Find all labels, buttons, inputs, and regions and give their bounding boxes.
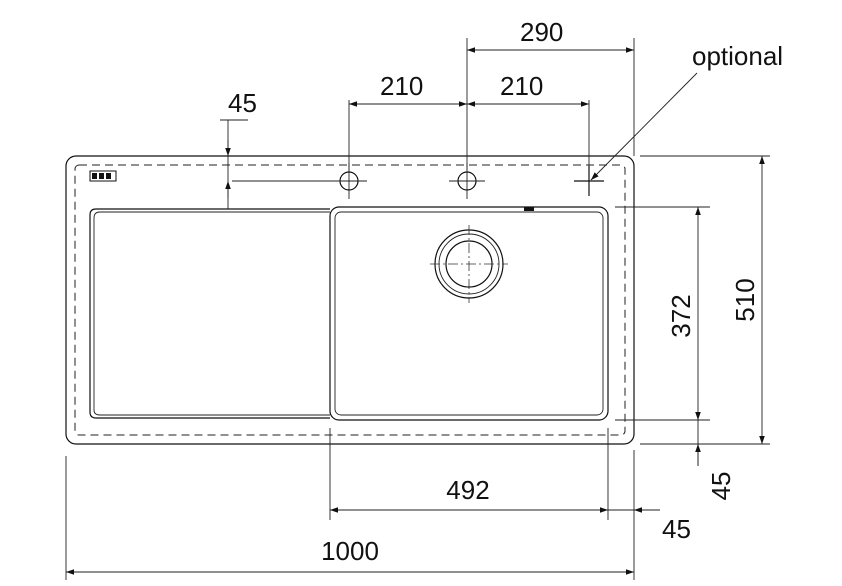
label-45-bottom: 45 [662,514,691,544]
label-372: 372 [666,294,696,337]
label-510: 510 [730,278,760,321]
drainer-area [89,208,330,419]
tap-hole-optional [574,166,604,196]
sink-outline [65,155,635,445]
sink-bowl [329,206,609,421]
label-optional: optional [692,41,783,71]
label-45-top: 45 [228,88,257,118]
drain-waste [430,225,508,303]
label-45-right: 45 [706,472,736,501]
label-290: 290 [520,17,563,47]
brand-logo-badge [89,170,117,182]
label-1000: 1000 [321,536,379,566]
label-210-right: 210 [500,71,543,101]
label-492: 492 [446,475,489,505]
leader-optional [590,72,698,181]
label-210-left: 210 [380,71,423,101]
extension-lines [65,38,770,580]
